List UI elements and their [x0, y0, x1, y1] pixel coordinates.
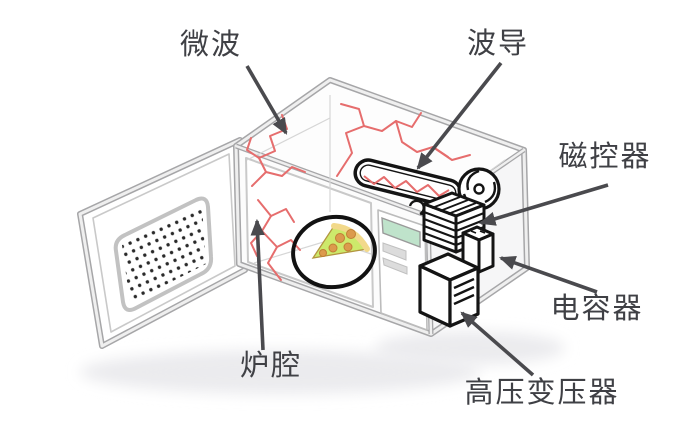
display-screen [381, 216, 421, 249]
microwave-waves [246, 103, 471, 281]
arrow-to-magnetron [478, 183, 609, 226]
leader-arrows [245, 61, 609, 377]
plate-circle [291, 214, 377, 290]
panel-button [382, 242, 407, 261]
open-door [77, 137, 248, 349]
arrow-to-capacitor [498, 256, 598, 294]
pepperoni [319, 229, 356, 257]
transformer-coils [453, 277, 475, 306]
arrow-to-waveguide [416, 61, 503, 170]
pizza [291, 214, 377, 290]
label-capacitor: 电容器 [550, 293, 644, 326]
label-cavity: 炉腔 [239, 350, 303, 383]
magnetron-fins [423, 210, 457, 247]
wave-in-waveguide [363, 175, 450, 197]
label-waveguide: 波导 [466, 28, 530, 61]
label-transformer: 高压变压器 [464, 377, 620, 410]
cavity-opening [245, 157, 374, 308]
floor-shadow [80, 331, 565, 394]
arrow-to-microwaves [245, 65, 288, 135]
arrow-to-cavity [250, 218, 265, 351]
transformer-block [418, 252, 480, 328]
door-inner-frame [92, 153, 236, 333]
label-microwave: 微波 [179, 29, 243, 62]
mesh-dots [122, 206, 206, 303]
control-panel [377, 209, 428, 331]
capacitor-terminals [470, 230, 486, 234]
label-magnetron: 磁控器 [558, 141, 652, 174]
panel-button [382, 257, 408, 275]
arrow-to-transformer [460, 311, 535, 377]
